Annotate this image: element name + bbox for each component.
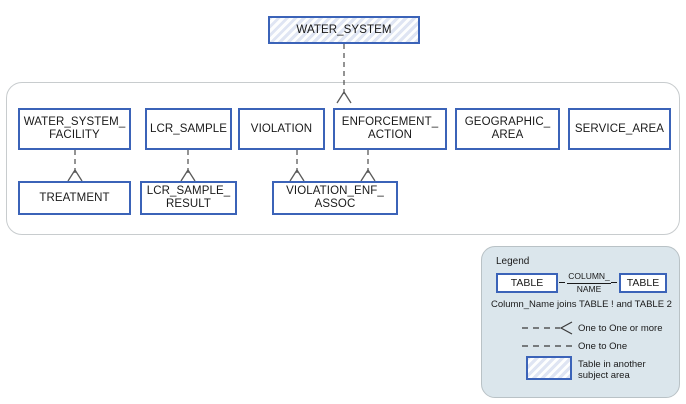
entity-violation-enf-assoc[interactable]: VIOLATION_ENF_ ASSOC bbox=[272, 181, 398, 215]
entity-lcr-sample[interactable]: LCR_SAMPLE bbox=[145, 108, 232, 150]
legend-column-name-top: COLUMN_ bbox=[567, 271, 611, 284]
legend-one-to-one-label: One to One bbox=[578, 341, 628, 352]
entity-water-system[interactable]: WATER_SYSTEM bbox=[268, 16, 420, 44]
entity-water-system-facility[interactable]: WATER_SYSTEM_ FACILITY bbox=[18, 108, 131, 150]
legend-title: Legend bbox=[496, 256, 530, 267]
legend-join-dash-right bbox=[611, 282, 617, 283]
legend-panel: Legend TABLE COLUMN_ NAME TABLE Column_N… bbox=[481, 246, 680, 398]
legend-other-subject-area-label: Table in another subject area bbox=[578, 359, 646, 381]
legend-table-right: TABLE bbox=[619, 273, 667, 293]
entity-lcr-sample-result[interactable]: LCR_SAMPLE_ RESULT bbox=[140, 181, 237, 215]
entity-treatment[interactable]: TREATMENT bbox=[18, 181, 131, 215]
entity-violation[interactable]: VIOLATION bbox=[238, 108, 325, 150]
legend-column-name-bottom: NAME bbox=[576, 283, 602, 294]
entity-geographic-area[interactable]: GEOGRAPHIC_ AREA bbox=[455, 108, 560, 150]
legend-other-subject-area-swatch bbox=[526, 356, 572, 380]
legend-join-dash-left bbox=[559, 282, 565, 283]
entity-service-area[interactable]: SERVICE_AREA bbox=[568, 108, 671, 150]
legend-caption: Column_Name joins TABLE ! and TABLE 2 bbox=[491, 299, 672, 310]
legend-one-to-many-label: One to One or more bbox=[578, 323, 663, 334]
legend-table-left: TABLE bbox=[496, 273, 558, 293]
legend-column-name: COLUMN_ NAME bbox=[562, 271, 616, 294]
subject-area-container bbox=[6, 82, 680, 235]
legend-crowsfoot-icon bbox=[559, 321, 573, 335]
entity-enforcement-action[interactable]: ENFORCEMENT_ ACTION bbox=[333, 108, 447, 150]
